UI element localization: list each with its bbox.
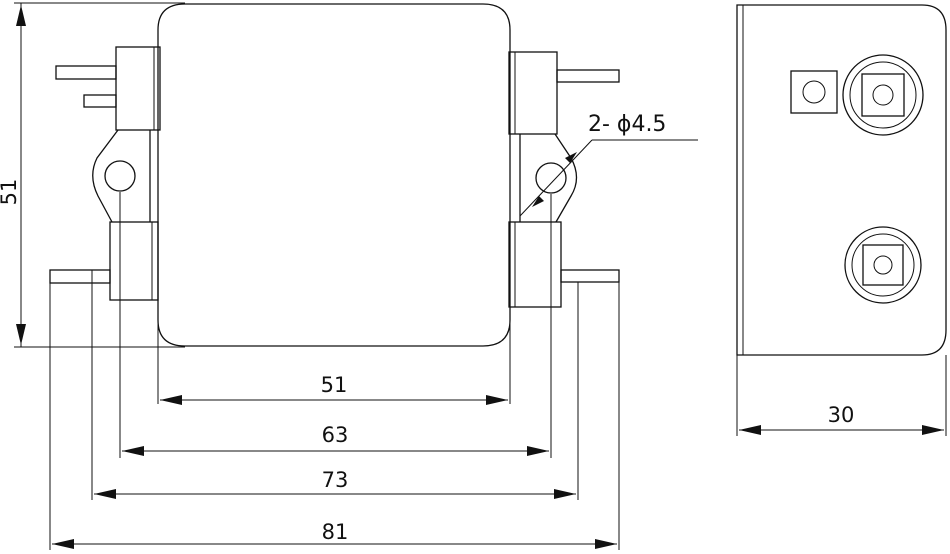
left-terminal-pin-long [55,65,117,80]
height-dimension-label: 51 [0,179,21,206]
body-width-label: 51 [321,373,348,397]
hole-spacing-label: 63 [322,423,349,447]
flange-width-label: 73 [322,468,349,492]
overall-width-label: 81 [322,520,349,544]
side-small-terminal [790,70,838,114]
left-mounting-flange [92,129,151,223]
side-upper-terminal-outer [842,54,924,136]
hole-callout-label: 2- ϕ4.5 [588,112,666,137]
side-small-terminal-screw [802,80,826,104]
side-upper-terminal-screw [872,84,894,106]
filter-body-outline [157,3,511,347]
left-terminal-pin-short [83,94,117,108]
side-lower-terminal-screw [873,255,893,275]
right-mounting-flange [519,133,578,223]
side-view: 30 [736,4,947,436]
left-bottom-pin [49,269,111,284]
left-upper-terminal-block [115,46,161,131]
right-mounting-hole [535,162,567,194]
right-bottom-pin [560,269,620,283]
side-lower-terminal-outer [844,226,922,304]
depth-label: 30 [828,403,855,427]
side-body-outline [736,4,947,356]
left-lower-terminal-block [109,221,159,301]
left-mounting-hole [104,160,136,192]
front-view: 2- ϕ4.5 51 51 63 73 [0,2,698,550]
right-lower-terminal-block [508,221,562,308]
right-terminal-pin [556,69,620,83]
hole-callout-leader [519,139,593,217]
right-upper-terminal-block [508,51,558,135]
